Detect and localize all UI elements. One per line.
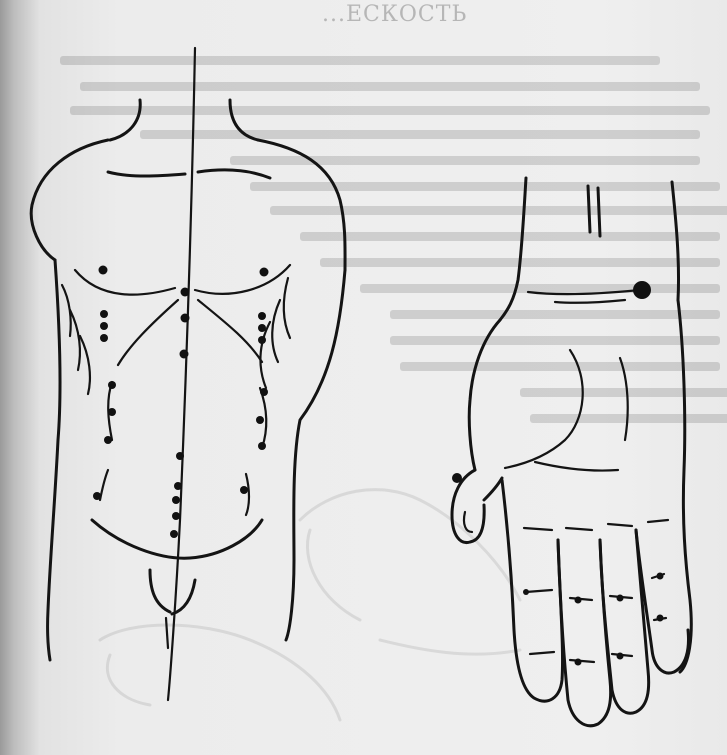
hand-points — [452, 281, 664, 666]
chest-left — [75, 270, 175, 295]
wrist-crease-1 — [528, 290, 640, 294]
forearm-left — [500, 178, 526, 320]
hand-point — [617, 653, 624, 660]
torso-shoulder-left — [31, 140, 108, 260]
groin-left — [150, 570, 170, 612]
finger-ring — [600, 530, 649, 713]
torso-figure — [31, 48, 345, 700]
torso-point — [108, 408, 116, 416]
palm-left — [469, 320, 500, 470]
torso-point — [108, 381, 116, 389]
torso-point — [240, 486, 248, 494]
palm-right — [678, 300, 691, 672]
hand-point — [575, 659, 582, 666]
torso-neck-right — [230, 100, 258, 140]
torso-point — [181, 288, 190, 297]
torso-point — [258, 336, 266, 344]
torso-side-left — [48, 260, 61, 660]
hand-point — [657, 615, 664, 622]
torso-point — [256, 416, 264, 424]
torso-point — [104, 436, 112, 444]
costal-arch-left — [118, 300, 178, 365]
clavicle-right — [198, 170, 270, 178]
torso-point — [181, 314, 190, 323]
torso-point — [258, 442, 266, 450]
abdomen-lower-arc — [92, 520, 262, 558]
wrist-crease-2 — [555, 300, 625, 303]
torso-point — [100, 334, 108, 342]
torso-point — [100, 322, 108, 330]
torso-point — [258, 324, 266, 332]
torso-point — [172, 512, 180, 520]
torso-point — [93, 492, 101, 500]
costal-arch-right — [198, 300, 262, 362]
torso-point — [170, 530, 178, 538]
finger-little — [636, 530, 688, 673]
hand-figure — [452, 178, 691, 726]
torso-point — [180, 350, 189, 359]
torso-point — [100, 310, 108, 318]
torso-side-right — [286, 270, 345, 640]
palm-crease — [535, 462, 618, 471]
torso-point — [258, 312, 266, 320]
torso-shoulder-right — [258, 140, 345, 270]
torso-point — [176, 452, 184, 460]
torso-point — [99, 266, 108, 275]
midline — [168, 48, 195, 700]
torso-point — [260, 388, 268, 396]
hand-point — [452, 473, 462, 483]
torso-point — [174, 482, 182, 490]
forearm-right — [672, 182, 679, 300]
clavicle-left — [108, 172, 185, 176]
hand-point — [575, 597, 582, 604]
torso-neck-left — [110, 100, 140, 140]
forearm-tendon-2 — [598, 188, 600, 236]
forearm-tendon-1 — [588, 186, 590, 232]
bleed-through-drawing — [100, 490, 520, 720]
chest-right — [195, 265, 290, 294]
hand-point — [617, 595, 624, 602]
torso-point — [260, 268, 269, 277]
hand-point — [523, 589, 529, 595]
hand-point-wrist — [633, 281, 651, 299]
torso-point — [172, 496, 180, 504]
hand-point — [657, 573, 664, 580]
thenar-line — [505, 350, 583, 468]
